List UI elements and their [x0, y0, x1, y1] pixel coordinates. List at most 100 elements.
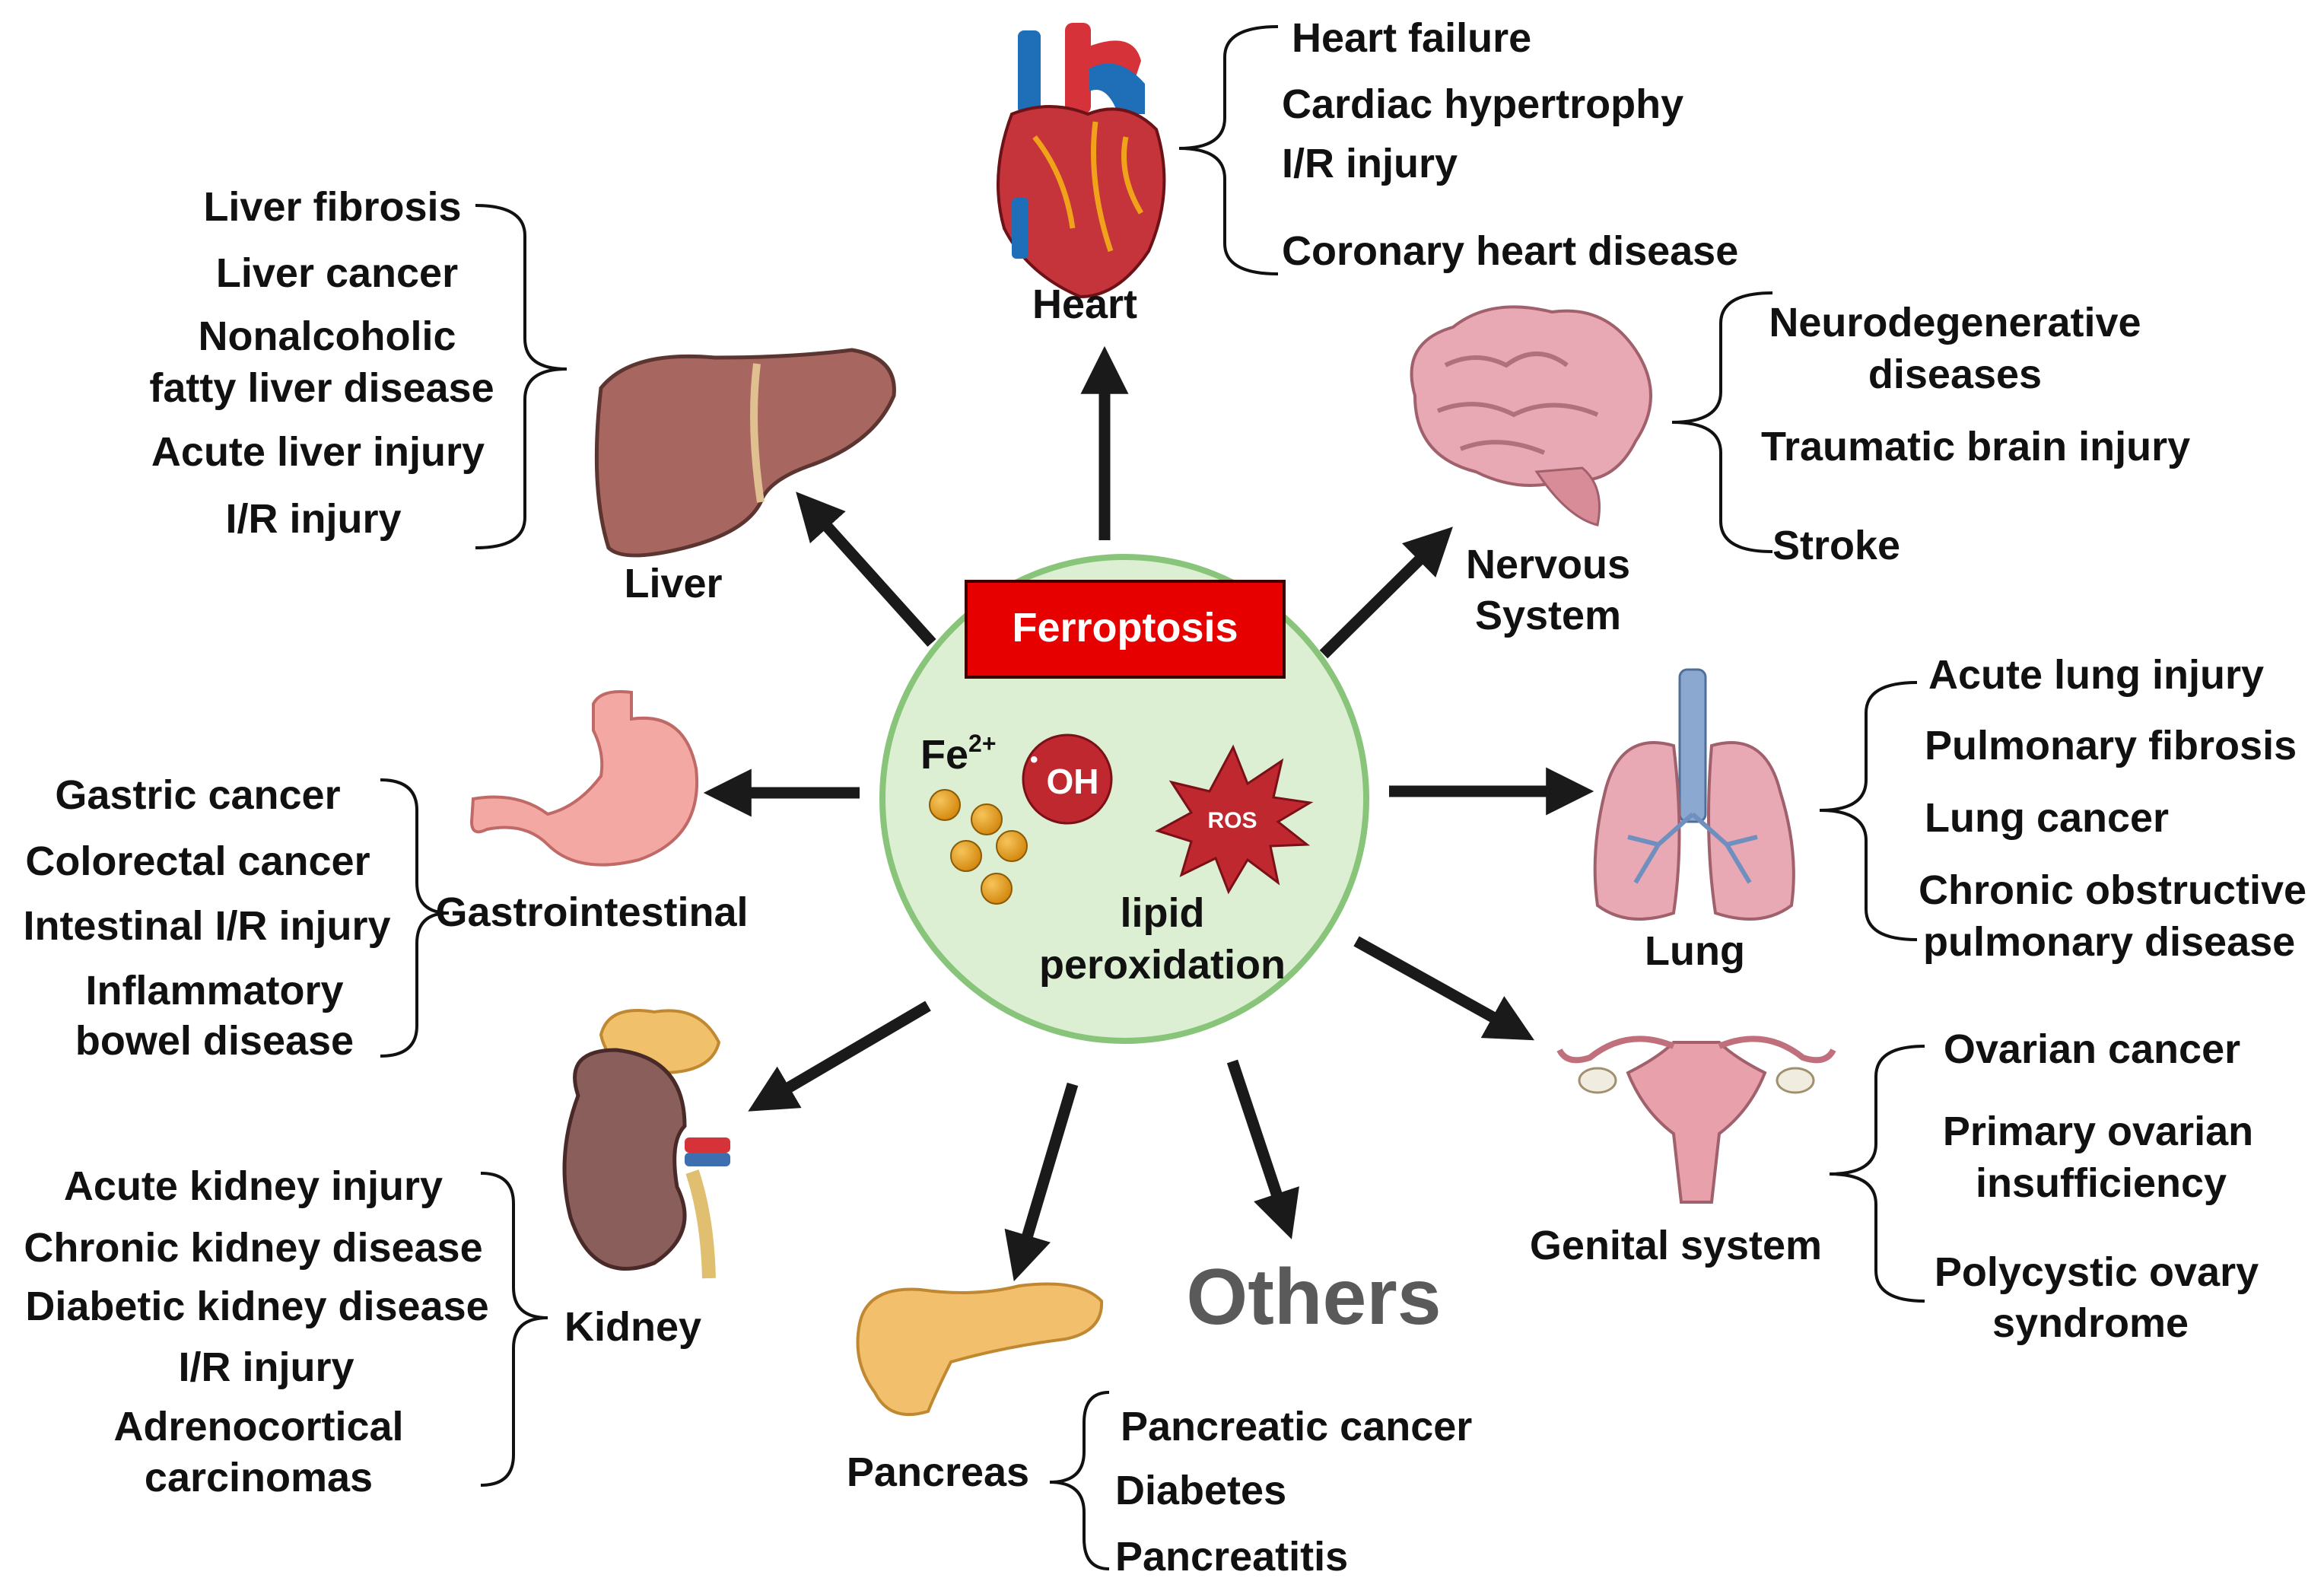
arrow-to-pancreas: [1004, 1082, 1079, 1282]
kidney-disease-6: carcinomas: [145, 1455, 373, 1500]
pancreas-label: Pancreas: [847, 1449, 1029, 1495]
heart-icon: [997, 23, 1166, 299]
lipid-line-2: peroxidation: [1039, 942, 1286, 988]
liver-disease-6: I/R injury: [225, 496, 401, 542]
liver-icon: [594, 348, 896, 558]
genital-system-group: Genital system Ovarian cancer Primary ov…: [1530, 1026, 2259, 1346]
kidney-label: Kidney: [564, 1304, 701, 1350]
arrow-to-others: [1226, 1059, 1299, 1239]
ferroptosis-center: Ferroptosis Fe2+ • OH ROS lipid peroxida…: [879, 554, 1369, 1044]
lung-icon: [1593, 668, 1795, 921]
heart-brace: [1178, 25, 1279, 275]
genital-disease-1: Ovarian cancer: [1944, 1026, 2240, 1072]
hydroxyl-radical: • OH: [1022, 733, 1113, 825]
liver-label: Liver: [624, 561, 722, 606]
lung-disease-2: Pulmonary fibrosis: [1925, 723, 2297, 768]
ros-label: ROS: [1207, 808, 1257, 833]
nervous-disease-2: diseases: [1868, 352, 2042, 397]
iron-ion: [971, 803, 1003, 835]
gi-disease-4: Inflammatory: [85, 968, 343, 1013]
lung-disease-3: Lung cancer: [1925, 795, 2169, 841]
heart-disease-2: Cardiac hypertrophy: [1282, 81, 1683, 127]
genital-disease-5: syndrome: [1992, 1300, 2189, 1346]
nervous-disease-4: Stroke: [1772, 523, 1900, 568]
pancreas-disease-1: Pancreatic cancer: [1121, 1404, 1472, 1449]
lung-label: Lung: [1645, 928, 1745, 974]
heart-label: Heart: [1032, 282, 1137, 327]
liver-disease-4: fatty liver disease: [149, 365, 494, 411]
ferroptosis-banner: [965, 580, 1286, 679]
arrow-to-kidney: [748, 1001, 931, 1112]
heart-group: Heart Heart failure Cardiac hypertrophy …: [997, 15, 1738, 327]
kidney-icon: [562, 1009, 730, 1279]
gastrointestinal-brace: [380, 778, 450, 1058]
gi-disease-2: Colorectal cancer: [25, 838, 370, 884]
nervous-system-label-1: Nervous: [1466, 542, 1630, 587]
lung-disease-4: Chronic obstructive: [1919, 867, 2307, 913]
iron-ion: [981, 873, 1013, 905]
genital-system-brace: [1829, 1045, 1925, 1303]
heart-disease-1: Heart failure: [1292, 15, 1531, 61]
liver-disease-2: Liver cancer: [216, 250, 458, 296]
kidney-disease-5: Adrenocortical: [113, 1404, 403, 1449]
lung-disease-1: Acute lung injury: [1928, 652, 2264, 698]
lung-group: Lung Acute lung injury Pulmonary fibrosi…: [1593, 652, 2307, 974]
heart-disease-4: Coronary heart disease: [1282, 228, 1738, 274]
hydroxyl-dot: •: [1030, 747, 1038, 772]
iron-ions: [929, 789, 1028, 905]
hydroxyl-label: OH: [1047, 762, 1099, 801]
heart-disease-3: I/R injury: [1282, 141, 1458, 186]
brain-icon: [1410, 305, 1652, 527]
iron-ion: [996, 830, 1028, 862]
lung-brace: [1819, 681, 1918, 941]
kidney-disease-3: Diabetic kidney disease: [25, 1284, 488, 1329]
iron-symbol: Fe: [920, 732, 968, 778]
pancreas-disease-3: Pancreatitis: [1115, 1534, 1348, 1580]
gi-disease-1: Gastric cancer: [55, 772, 340, 818]
nervous-system-label-2: System: [1475, 593, 1621, 638]
pancreas-disease-2: Diabetes: [1115, 1468, 1286, 1513]
kidney-disease-1: Acute kidney injury: [64, 1163, 443, 1209]
iron-charge: 2+: [968, 730, 996, 757]
kidney-brace: [480, 1172, 548, 1487]
liver-brace: [475, 204, 567, 549]
iron-label: Fe2+: [920, 730, 997, 778]
nervous-system-group: Nervous System Neurodegenerative disease…: [1410, 291, 2190, 638]
liver-group: Liver Liver fibrosis Liver cancer Nonalc…: [149, 184, 896, 606]
ros-burst: ROS: [1155, 744, 1314, 895]
gastrointestinal-label: Gastrointestinal: [435, 889, 748, 935]
lung-disease-5: pulmonary disease: [1923, 919, 2295, 965]
nervous-disease-1: Neurodegenerative: [1769, 300, 2141, 345]
genital-disease-2: Primary ovarian: [1943, 1109, 2253, 1154]
nervous-disease-3: Traumatic brain injury: [1761, 424, 2190, 469]
pancreas-brace: [1049, 1391, 1110, 1570]
gi-disease-3: Intestinal I/R injury: [23, 903, 390, 949]
arrow-to-nervous-system: [1319, 527, 1453, 659]
pancreas-group: Pancreas Pancreatic cancer Diabetes Panc…: [847, 1282, 1472, 1580]
kidney-disease-4: I/R injury: [178, 1344, 354, 1390]
arrow-to-genital-system: [1353, 936, 1535, 1041]
lipid-line-1: lipid: [1121, 890, 1205, 936]
gi-disease-5: bowel disease: [75, 1018, 354, 1064]
hydroxyl-radical-circle: [1022, 733, 1113, 825]
nervous-system-brace: [1671, 291, 1773, 553]
liver-disease-1: Liver fibrosis: [203, 184, 461, 230]
ros-star-icon: [1155, 744, 1314, 895]
arrow-to-liver: [796, 492, 936, 647]
genital-system-label: Genital system: [1530, 1223, 1822, 1268]
uterus-icon: [1556, 1036, 1836, 1204]
others-label: Others: [1186, 1253, 1441, 1341]
kidney-group: Kidney Acute kidney injury Chronic kidne…: [24, 1009, 730, 1500]
gastrointestinal-group: Gastrointestinal Gastric cancer Colorect…: [23, 690, 749, 1064]
liver-disease-5: Acute liver injury: [151, 429, 485, 475]
pancreas-icon: [856, 1282, 1104, 1417]
genital-disease-4: Polycystic ovary: [1935, 1249, 2259, 1295]
kidney-disease-2: Chronic kidney disease: [24, 1225, 482, 1271]
genital-disease-3: insufficiency: [1976, 1160, 2227, 1206]
iron-ion: [950, 840, 982, 872]
stomach-icon: [469, 690, 698, 867]
liver-disease-3: Nonalcoholic: [198, 313, 456, 359]
iron-ion: [929, 789, 961, 821]
arrows: [703, 345, 1594, 1282]
